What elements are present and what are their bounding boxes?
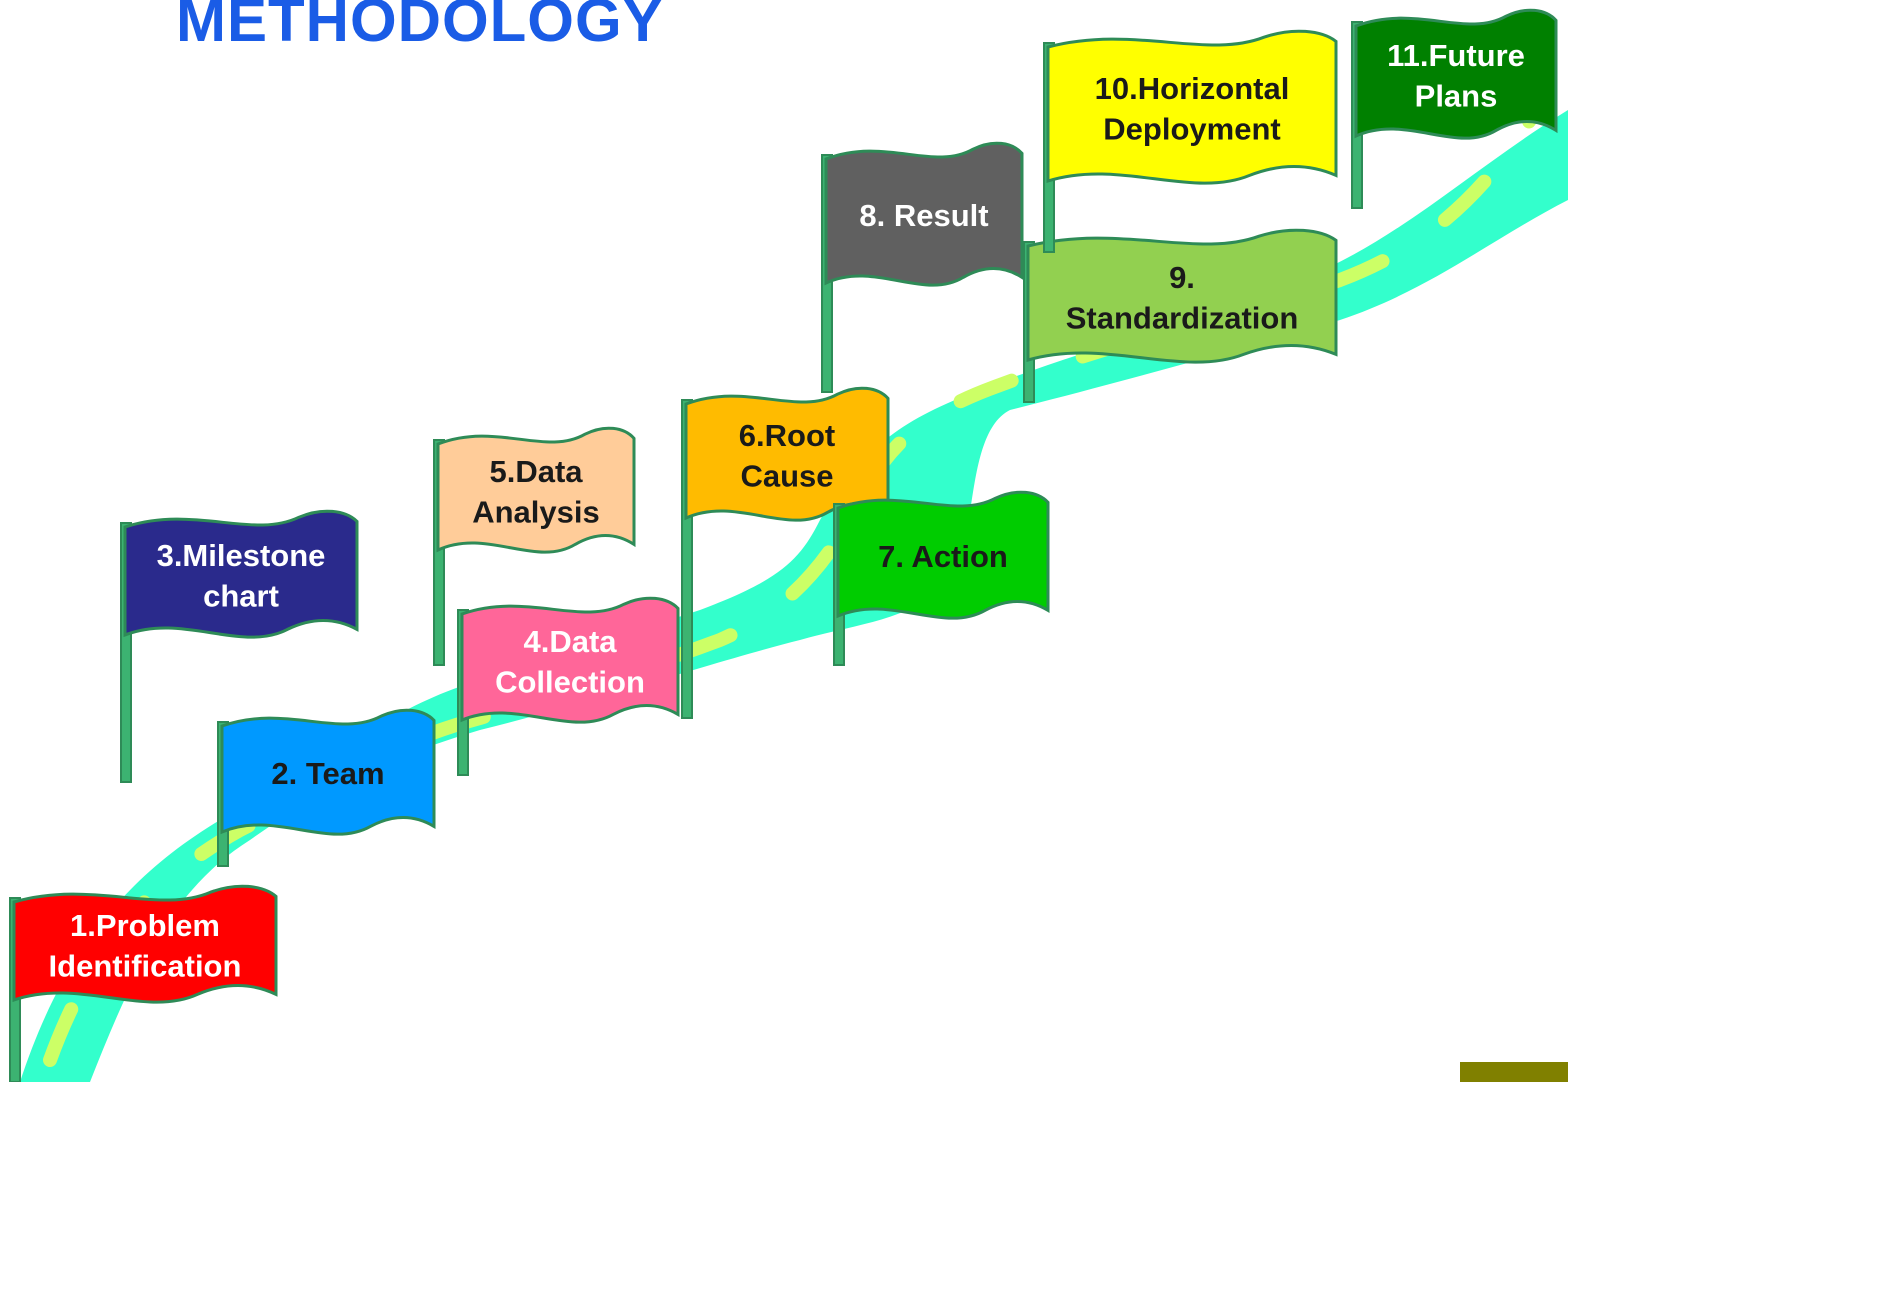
flag-label: 7. Action [878, 539, 1008, 574]
flag-label: Standardization [1066, 300, 1299, 335]
flag-cloth [436, 426, 636, 554]
flag-label: Analysis [472, 494, 600, 529]
flag-cloth [684, 386, 890, 522]
flag-label: Deployment [1103, 111, 1280, 146]
flag-label: Plans [1415, 78, 1498, 113]
flag-label: 11.Future [1387, 38, 1525, 73]
flag-cloth [220, 708, 436, 836]
flag-action: 7. Action [833, 490, 1050, 666]
flag-team: 2. Team [217, 708, 436, 867]
flag-label: Collection [495, 664, 645, 699]
flag-cloth [824, 141, 1024, 287]
flag-cloth [1354, 8, 1558, 140]
flag-standardization: 9. Standardization [1023, 228, 1338, 403]
flag-cloth [1046, 29, 1338, 185]
flag-label: 8. Result [859, 198, 988, 233]
flag-label: 9. [1169, 260, 1195, 295]
flag-label: 5.Data [489, 454, 583, 489]
flag-cloth [12, 884, 278, 1004]
flag-label: chart [203, 578, 279, 613]
flag-label: Cause [740, 458, 833, 493]
flag-label: 2. Team [271, 756, 384, 791]
flag-cloth [836, 490, 1050, 620]
flag-pole [433, 439, 445, 666]
flag-cloth [1026, 228, 1338, 364]
flag-label: Identification [49, 948, 242, 983]
flag-label: 4.Data [523, 624, 617, 659]
flag-pole [681, 399, 693, 719]
flag-label: 6.Root [739, 418, 835, 453]
flag-pole [120, 522, 132, 783]
flag-label: 3.Milestone [157, 538, 326, 573]
flag-result: 8. Result [821, 141, 1024, 393]
page-title: METHODOLOGY [176, 0, 664, 54]
flag-cloth [460, 596, 680, 724]
flag-label: 10.Horizontal [1095, 71, 1290, 106]
corner-decoration [1460, 1062, 1568, 1082]
flag-cloth [123, 509, 359, 639]
flag-label: 1.Problem [70, 908, 220, 943]
flag-milestone-chart: 3.Milestone chart [120, 509, 359, 783]
